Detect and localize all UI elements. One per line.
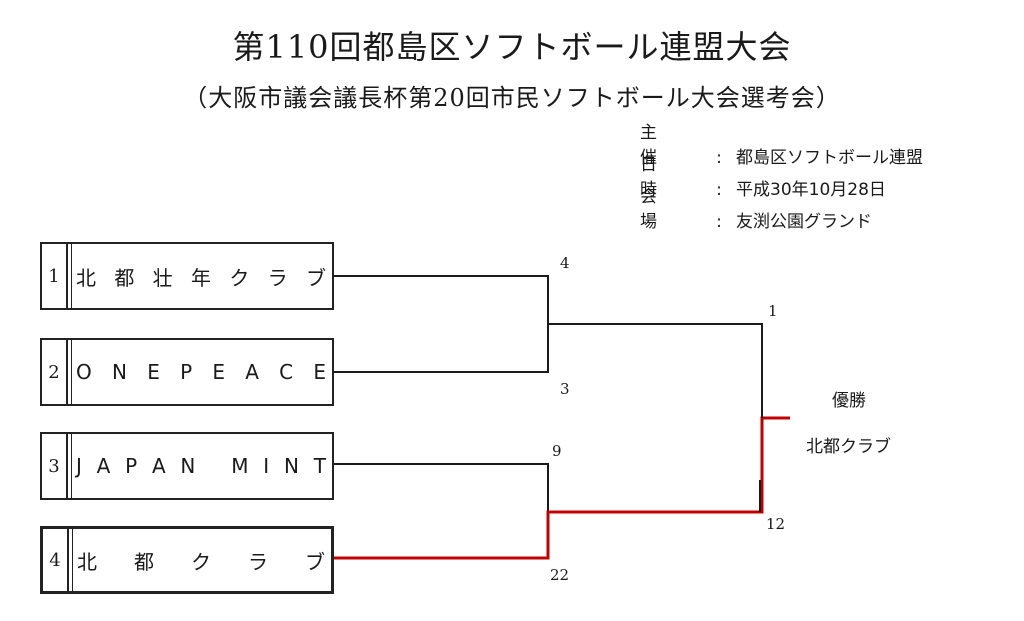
team-name-char: E — [147, 360, 160, 384]
team-name-char: 都 — [134, 549, 154, 574]
score-final-bottom: 12 — [766, 515, 786, 533]
info-label: 日 時 — [640, 155, 665, 200]
team-name-char: C — [279, 360, 294, 384]
team-name: 北都壮年クラブ — [76, 244, 326, 308]
team-name-char: ラ — [248, 549, 268, 574]
team-seed: 4 — [43, 529, 73, 591]
champion-label: 優勝 — [832, 391, 866, 411]
team-name-char: N — [111, 360, 127, 384]
score-semi1-bottom: 3 — [560, 380, 570, 398]
score-final-top: 1 — [768, 302, 778, 320]
team-name-char: 北 — [76, 265, 96, 290]
team-box-1: 1 北都壮年クラブ — [40, 242, 334, 310]
team-name-char: T — [313, 454, 326, 478]
team-name-char: P — [180, 360, 193, 384]
team-name-char: ク — [191, 549, 211, 574]
team-name-char: N — [283, 454, 299, 478]
team-box-4: 4 北 都 ク ラ ブ — [40, 526, 334, 594]
score-semi1-top: 4 — [560, 254, 570, 272]
team-name-char: ブ — [305, 549, 325, 574]
tournament-title: 第110回都島区ソフトボール連盟大会 — [232, 28, 792, 66]
info-colon: : — [716, 180, 722, 200]
team-name-char: 壮 — [152, 265, 173, 290]
info-value: 都島区ソフトボール連盟 — [736, 148, 923, 168]
bracket-line-winner-path — [334, 416, 790, 560]
team-name-char: P — [125, 454, 138, 478]
team-name-char: A — [245, 360, 259, 384]
team-name-char: 北 — [77, 549, 97, 574]
info-value: 平成30年10月28日 — [736, 180, 886, 200]
team-name-char: I — [263, 454, 270, 478]
team-name-char: ク — [229, 265, 250, 290]
info-row-date: 日 時: 平成30年10月28日 — [640, 150, 886, 200]
team-seed: 3 — [42, 434, 72, 498]
info-label: 会 場 — [640, 187, 665, 232]
team-seed: 2 — [42, 340, 72, 404]
team-seed: 1 — [42, 244, 72, 308]
team-name-char: A — [151, 454, 166, 478]
team-name-char: O — [76, 360, 92, 384]
bracket-line-team1 — [334, 275, 549, 324]
info-colon: : — [716, 212, 722, 232]
team-name-char: N — [180, 454, 196, 478]
champion-name: 北都クラブ — [806, 437, 891, 457]
info-label: 主 催 — [640, 123, 665, 168]
info-colon: : — [716, 148, 722, 168]
team-name: 北都クラブ — [77, 529, 325, 591]
tournament-subtitle: （大阪市議会議長杯第20回市民ソフトボール大会選考会） — [183, 84, 841, 112]
team-name-char: 年 — [190, 265, 211, 290]
bracket-line-final-top — [548, 323, 763, 418]
team-name-char: ラ — [267, 265, 288, 290]
score-semi2-bottom: 22 — [550, 566, 570, 584]
team-name-char: 都 — [114, 265, 135, 290]
team-name-char: E — [212, 360, 225, 384]
info-row-organizer: 主 催: 都島区ソフトボール連盟 — [640, 118, 923, 168]
team-name-char: M — [231, 454, 249, 478]
info-value: 友渕公園グランド — [736, 212, 872, 232]
team-name-char: A — [96, 454, 111, 478]
team-name-char: ブ — [305, 265, 326, 290]
bracket-line-team3 — [334, 463, 549, 512]
info-row-venue: 会 場: 友渕公園グランド — [640, 182, 872, 232]
score-semi2-top: 9 — [552, 442, 562, 460]
team-name-char: E — [313, 360, 326, 384]
bracket-line-team2 — [334, 324, 549, 373]
team-name-char: J — [76, 454, 82, 478]
